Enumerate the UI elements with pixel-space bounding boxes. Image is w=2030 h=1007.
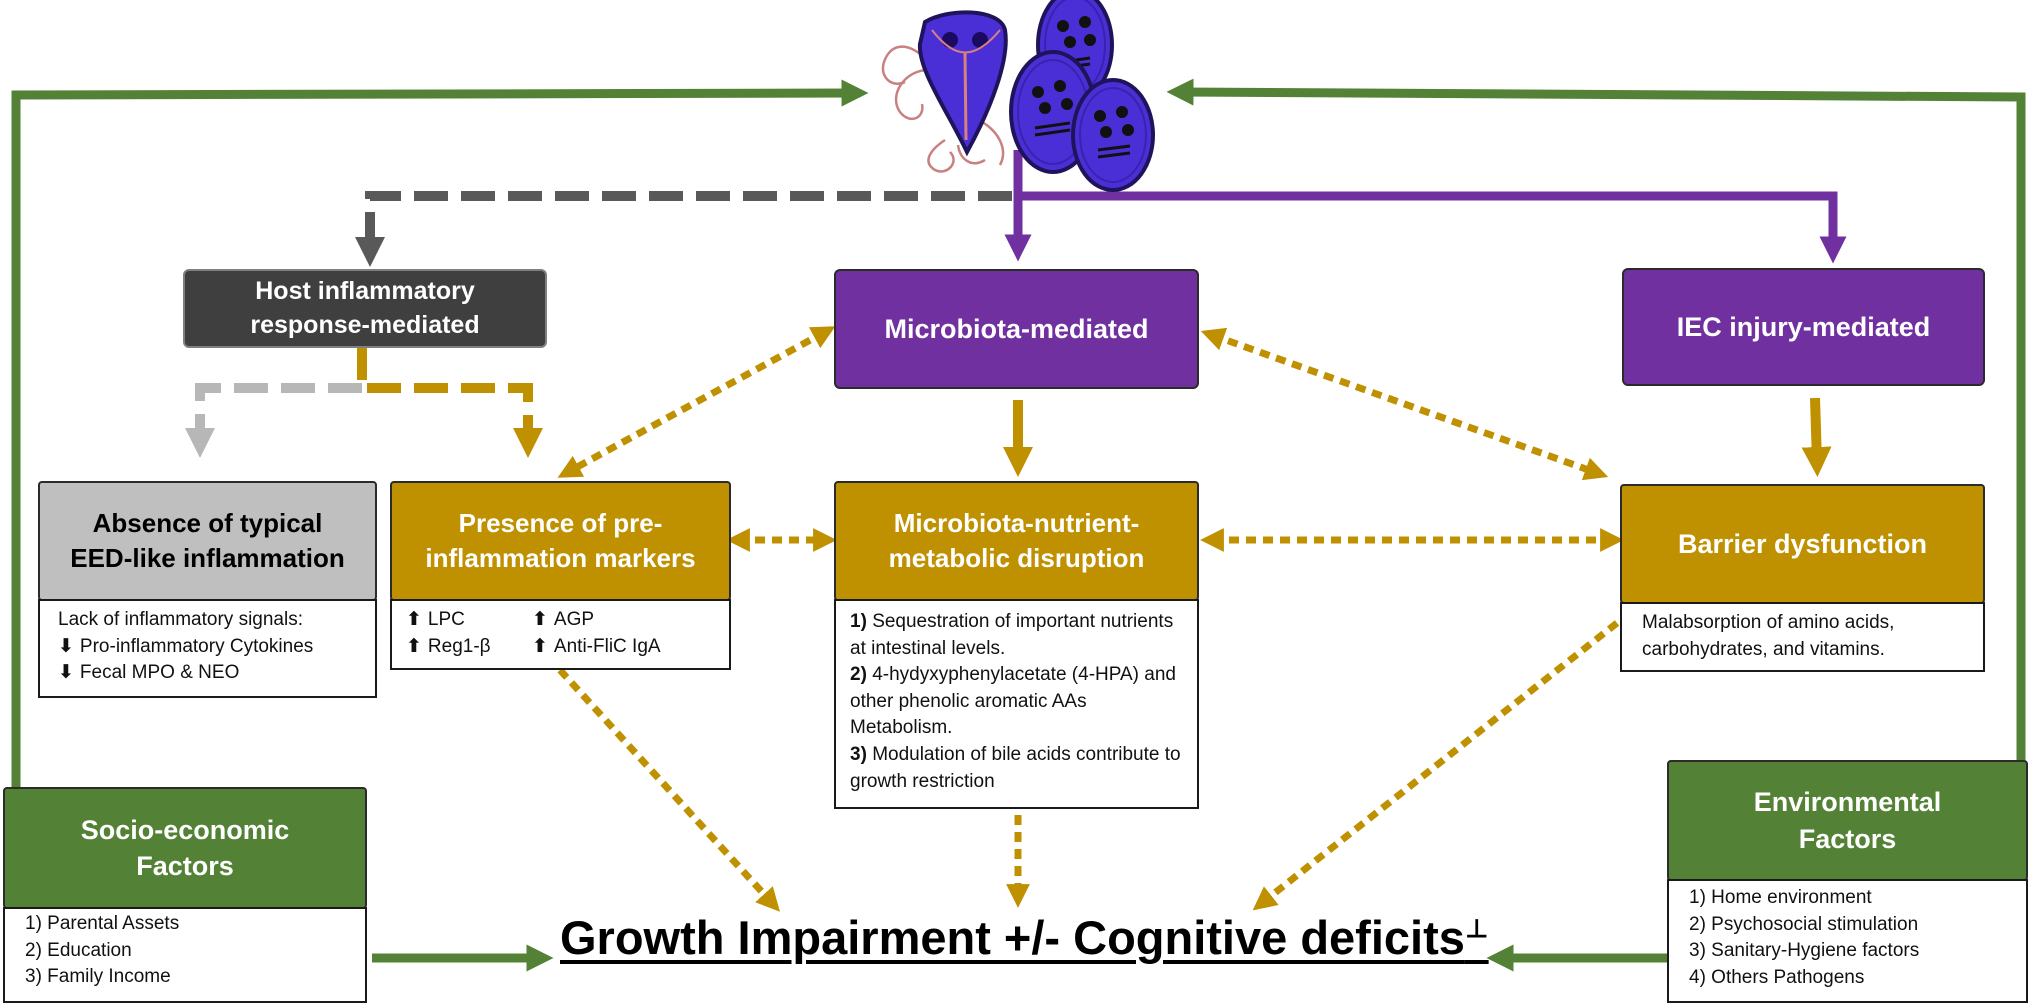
cytokines-down-item: Pro-inflammatory Cytokines xyxy=(58,634,365,661)
fecal-mpo-down-item: Fecal MPO & NEO xyxy=(58,660,365,687)
socio-economic-title: Socio-economic Factors xyxy=(80,814,290,881)
cyst-icon-3 xyxy=(1071,78,1155,192)
absence-detail-box: Lack of inflammatory signals: Pro-inflam… xyxy=(38,599,377,698)
host-to-absence-arrow xyxy=(185,383,362,458)
metabolic-item-1: 1) Sequestration of important nutrients … xyxy=(850,609,1183,662)
environment-to-pathogen-arrow xyxy=(1166,78,2026,765)
fecal-mpo-label: Fecal MPO & NEO xyxy=(79,662,240,684)
outcome-label: Growth Impairment +/- Cognitive deficits… xyxy=(560,910,1489,965)
environment-item-4: 4) Others Pathogens xyxy=(1689,966,1865,988)
marker-reg1b: Reg1-β xyxy=(427,635,491,657)
marker-lpc: LPC xyxy=(427,609,465,630)
host-to-presence-arrow xyxy=(357,346,543,458)
metabolic-node: Microbiota-nutrient- metabolic disruptio… xyxy=(834,481,1199,601)
pathogen-to-host-arrow xyxy=(355,191,1012,267)
microbiota-title: Microbiota-mediated xyxy=(884,313,1149,344)
outcome-mark: ⊥ xyxy=(1464,913,1489,944)
up-arrow-icon xyxy=(406,607,428,634)
environmental-title: Environmental Factors xyxy=(1753,787,1942,854)
metabolic-item-2: 2) 4-hydyxyphenylacetate (4-HPA) and oth… xyxy=(850,662,1183,742)
socio-economic-node: Socio-economic Factors xyxy=(3,787,367,909)
barrier-detail-box: Malabsorption of amino acids, carbohydra… xyxy=(1620,602,1985,672)
up-arrow-icon xyxy=(532,634,554,661)
giardia-illustration xyxy=(881,0,1155,192)
absence-detail-heading: Lack of inflammatory signals: xyxy=(58,609,303,630)
absence-title: Absence of typical EED-like inflammation xyxy=(70,507,345,573)
metabolic-item-3-num: 3) xyxy=(850,743,867,765)
socio-item-1: 1) Parental Assets xyxy=(25,913,180,934)
marker-agp: AGP xyxy=(553,609,595,630)
barrier-detail-text: Malabsorption of amino acids, carbohydra… xyxy=(1642,612,1895,660)
metabolic-item-1-num: 1) xyxy=(850,611,867,632)
socio-item-3: 3) Family Income xyxy=(25,966,171,988)
environmental-detail-box: 1) Home environment 2) Psychosocial stim… xyxy=(1667,879,2028,1003)
microbiota-node: Microbiota-mediated xyxy=(834,269,1199,389)
barrier-to-outcome-arrow xyxy=(1252,620,1620,911)
barrier-node: Barrier dysfunction xyxy=(1620,484,1985,604)
metabolic-title: Microbiota-nutrient- metabolic disruptio… xyxy=(888,507,1145,573)
socio-economic-detail-box: 1) Parental Assets 2) Education 3) Famil… xyxy=(3,907,367,1003)
up-arrow-icon xyxy=(532,607,554,634)
metabolic-item-1-text: Sequestration of important nutrients at … xyxy=(850,611,1174,659)
iec-to-barrier-arrow xyxy=(1801,397,1832,477)
microbiota-barrier-link xyxy=(1200,327,1609,481)
metabolic-item-2-text: 4-hydyxyphenylacetate (4-HPA) and other … xyxy=(850,664,1176,739)
metabolic-detail-box: 1) Sequestration of important nutrients … xyxy=(834,599,1199,809)
iec-node: IEC injury-mediated xyxy=(1622,268,1985,386)
socio-to-pathogen-arrow xyxy=(11,79,869,790)
metabolic-item-3-text: Modulation of bile acids contribute to g… xyxy=(850,743,1181,792)
environment-item-3: 3) Sanitary-Hygiene factors xyxy=(1689,940,1920,962)
metabolic-item-3: 3) Modulation of bile acids contribute t… xyxy=(850,742,1183,795)
host-response-node: Host inflammatory response-mediated xyxy=(183,269,547,348)
host-response-title: Host inflammatory response-mediated xyxy=(250,276,480,339)
socio-item-2: 2) Education xyxy=(25,939,132,961)
environment-item-2: 2) Psychosocial stimulation xyxy=(1689,913,1919,935)
presence-title: Presence of pre- inflammation markers xyxy=(425,507,696,573)
pathogen-to-iec-arrow xyxy=(1018,191,1847,264)
trophozoite-body xyxy=(917,10,1008,157)
trophozoite-icon xyxy=(881,45,1005,173)
metabolic-item-2-num: 2) xyxy=(850,664,867,686)
presence-detail-box: LPC AGP Reg1-β Anti-FliC IgA xyxy=(390,599,731,670)
presence-to-outcome-arrow xyxy=(557,667,781,912)
presence-node: Presence of pre- inflammation markers xyxy=(390,481,731,601)
absence-node: Absence of typical EED-like inflammation xyxy=(38,481,377,601)
marker-anti-flic-iga: Anti-FliC IgA xyxy=(553,635,661,657)
environment-item-1: 1) Home environment xyxy=(1689,887,1872,908)
outcome-text: Growth Impairment +/- Cognitive deficits xyxy=(560,911,1465,964)
environmental-node: Environmental Factors xyxy=(1667,760,2028,881)
iec-title: IEC injury-mediated xyxy=(1676,311,1931,342)
microbiota-presence-link xyxy=(557,326,836,478)
cytokines-label: Pro-inflammatory Cytokines xyxy=(79,635,314,657)
barrier-title: Barrier dysfunction xyxy=(1677,528,1928,559)
up-arrow-icon xyxy=(406,634,428,661)
